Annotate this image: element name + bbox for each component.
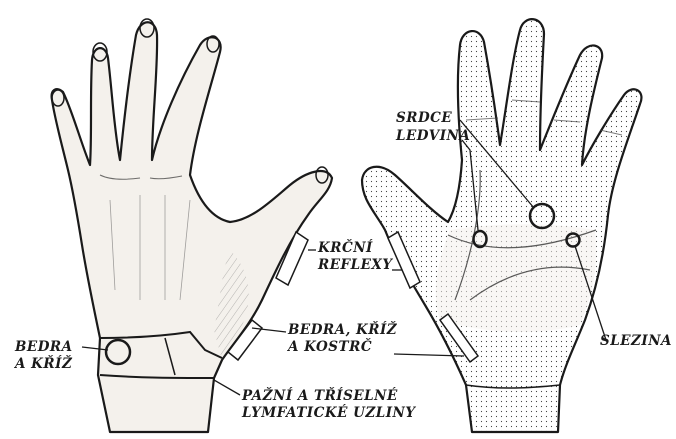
left-hand-outline [52, 22, 332, 432]
label-bedra-kriz-kostrc: BEDRA, KŘÍŽ A KOSTRČ [288, 322, 397, 356]
label-pazni-lymfaticke: PAŽNÍ A TŘÍSELNÉ LYMFATICKÉ UZLINY [242, 388, 415, 422]
right-hand-palm [362, 19, 641, 432]
label-ledvina: LEDVINA [396, 128, 470, 145]
leader-pazni [214, 380, 240, 395]
left-hand-back [52, 19, 332, 432]
label-bedra-a-kriz: BEDRA A KŘÍŽ [15, 339, 73, 373]
label-srdce: SRDCE [396, 110, 452, 127]
label-slezina: SLEZINA [600, 333, 672, 350]
label-krcni-reflexy: KRČNÍ REFLEXY [318, 240, 393, 274]
